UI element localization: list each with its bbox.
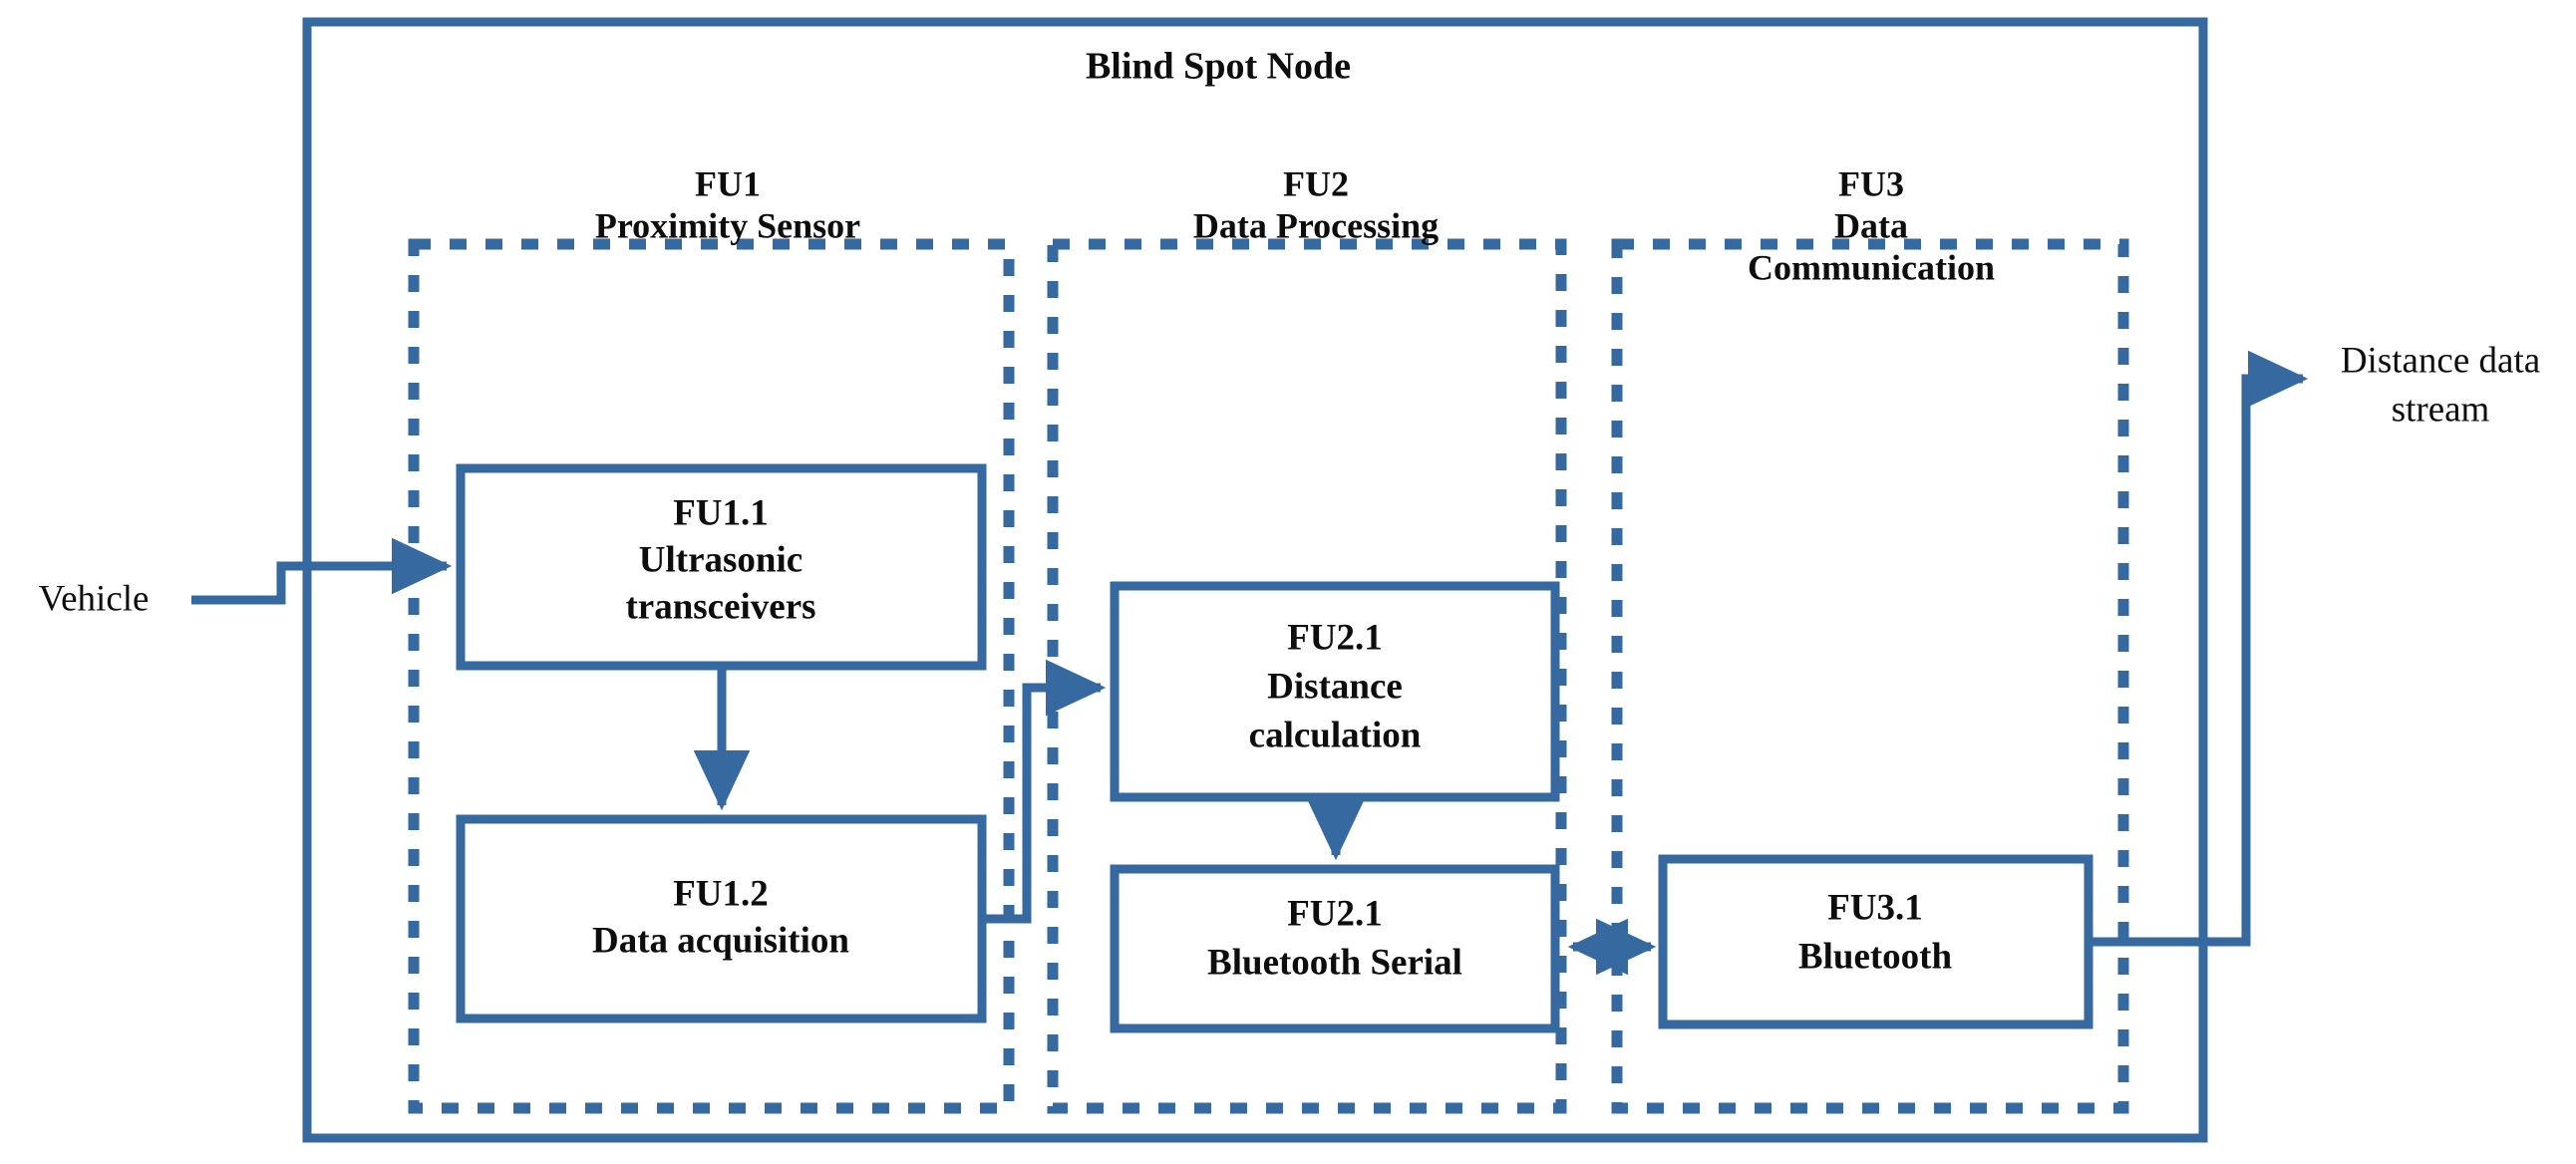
block-fu12-data-acquisition[interactable]: FU1.2 Data acquisition <box>456 814 987 1023</box>
external-label-distance-data-stream-line-1: Distance data <box>2341 340 2540 381</box>
block-fu21-bluetooth-serial[interactable]: FU2.1 Bluetooth Serial <box>1110 864 1560 1033</box>
section-title-fu3: FU3 Data Communication <box>1748 163 1995 287</box>
block-fu12-rect <box>456 814 987 1023</box>
external-label-distance-data-stream-line-2: stream <box>2392 389 2490 430</box>
block-fu21-distance-line-1: FU2.1 <box>1287 617 1383 658</box>
block-fu11-line-3: transceivers <box>625 586 815 627</box>
block-fu31-line-1: FU3.1 <box>1827 887 1923 928</box>
section-title-fu2-line-1: FU2 <box>1283 163 1349 203</box>
connector-fu12-to-fu21-distance <box>982 659 1107 924</box>
block-fu21-distance-calculation[interactable]: FU2.1 Distance calculation <box>1110 581 1560 802</box>
block-fu31-line-2: Bluetooth <box>1798 936 1953 977</box>
section-title-fu3-line-1: FU3 <box>1838 163 1904 203</box>
block-fu21-bluetooth-serial-rect <box>1110 864 1560 1033</box>
section-box-fu3 <box>1611 238 2129 1114</box>
block-fu31-bluetooth[interactable]: FU3.1 Bluetooth <box>1658 854 2093 1029</box>
section-title-fu1-line-2: Proximity Sensor <box>595 205 860 245</box>
connector-fu31-to-distance-data-stream <box>2089 350 2309 947</box>
external-label-vehicle: Vehicle <box>39 578 150 619</box>
section-title-fu3-line-3: Communication <box>1748 247 1995 287</box>
connector-vehicle-to-fu11 <box>191 537 453 605</box>
external-label-distance-data-stream: Distance data stream <box>2341 340 2540 430</box>
block-fu11-line-1: FU1.1 <box>673 492 769 533</box>
outer-boundary-blind-spot-node <box>302 17 2208 1143</box>
block-fu21-bluetooth-serial-line-1: FU2.1 <box>1287 893 1383 934</box>
section-title-fu1-line-1: FU1 <box>695 163 761 203</box>
block-fu11-rect <box>456 463 987 671</box>
section-title-fu2: FU2 Data Processing <box>1193 163 1439 245</box>
block-fu31-rect <box>1658 854 2093 1029</box>
block-fu12-line-2: Data acquisition <box>592 920 849 961</box>
block-fu11-line-2: Ultrasonic <box>639 539 803 580</box>
block-fu21-distance-line-3: calculation <box>1249 715 1422 755</box>
section-title-fu3-line-2: Data <box>1834 205 1908 245</box>
section-box-fu1 <box>408 238 1015 1114</box>
block-fu21-distance-line-2: Distance <box>1267 666 1403 707</box>
section-title-fu1: FU1 Proximity Sensor <box>595 163 860 245</box>
section-title-fu2-line-2: Data Processing <box>1193 205 1439 245</box>
block-fu21-distance-rect <box>1110 581 1560 802</box>
page-title: Blind Spot Node <box>1086 46 1351 88</box>
block-fu12-line-1: FU1.2 <box>673 873 769 914</box>
block-fu21-bluetooth-serial-line-2: Bluetooth Serial <box>1207 942 1462 983</box>
block-fu11-ultrasonic-transceivers[interactable]: FU1.1 Ultrasonic transceivers <box>456 463 987 671</box>
